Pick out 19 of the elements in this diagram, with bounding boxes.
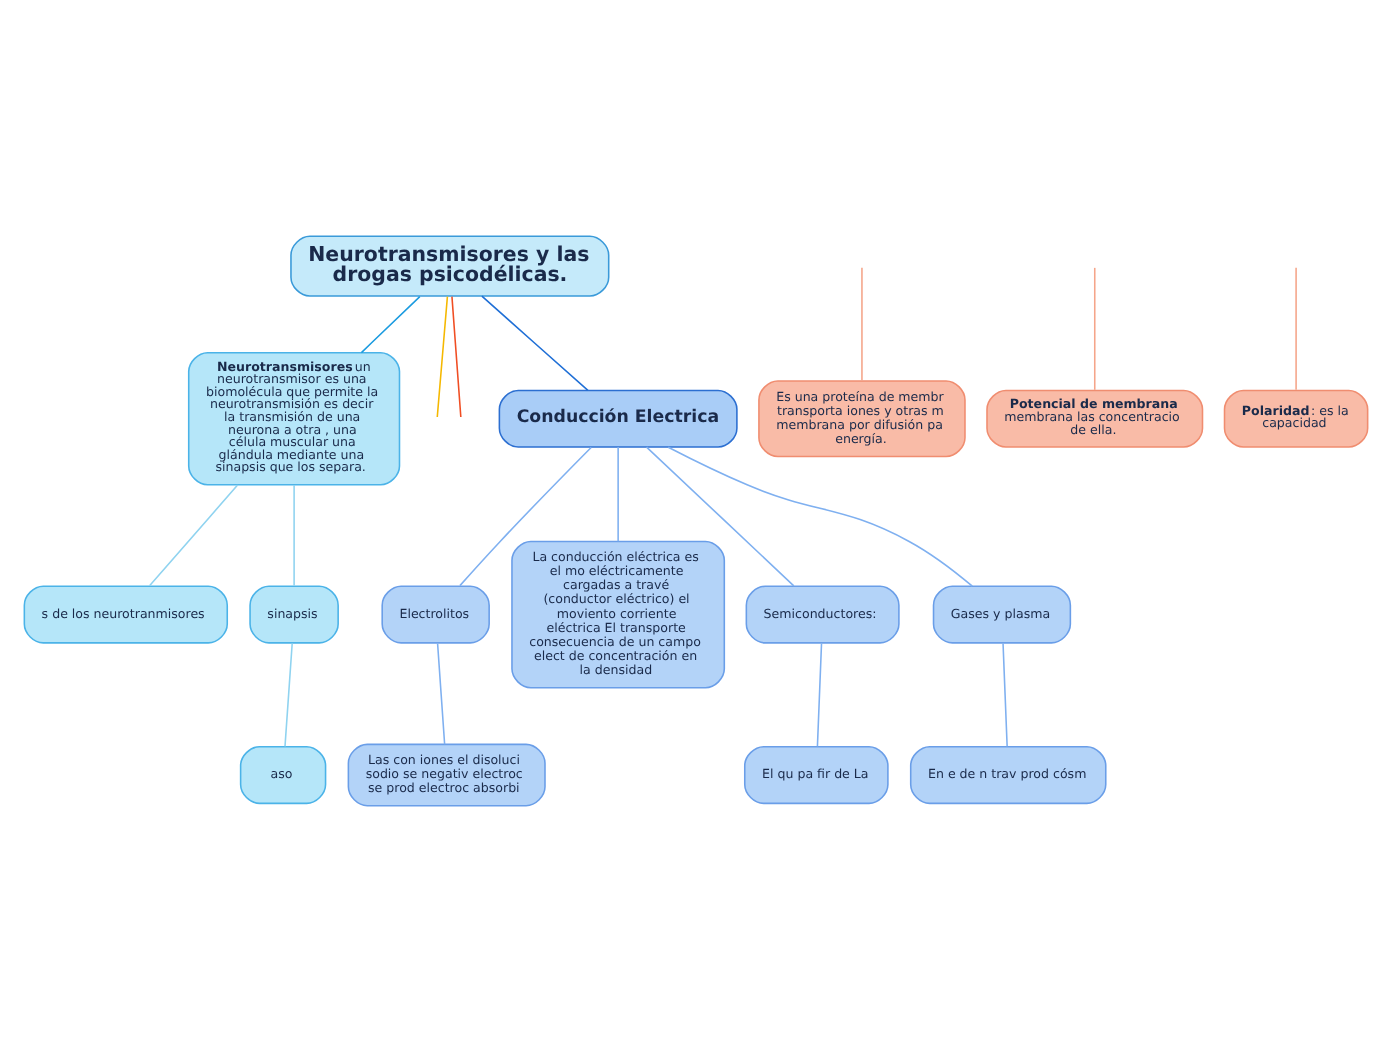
connector <box>645 445 795 586</box>
connector <box>1002 641 1008 747</box>
connector <box>360 294 421 353</box>
connector <box>451 294 462 417</box>
connector <box>436 641 446 745</box>
connector <box>293 483 295 586</box>
connector <box>667 445 974 586</box>
connector <box>1093 266 1096 390</box>
connector <box>861 266 863 381</box>
connector <box>148 483 239 586</box>
connector <box>436 294 449 417</box>
connector <box>1295 266 1297 390</box>
node-box: Neurotransmisores y las drogas psicodélicas. <box>290 234 610 296</box>
connector <box>459 445 592 586</box>
connector <box>617 445 619 541</box>
connector <box>481 294 589 391</box>
connector <box>816 641 823 747</box>
connector <box>284 641 293 747</box>
node-box: Conducción Electrica <box>498 388 738 447</box>
